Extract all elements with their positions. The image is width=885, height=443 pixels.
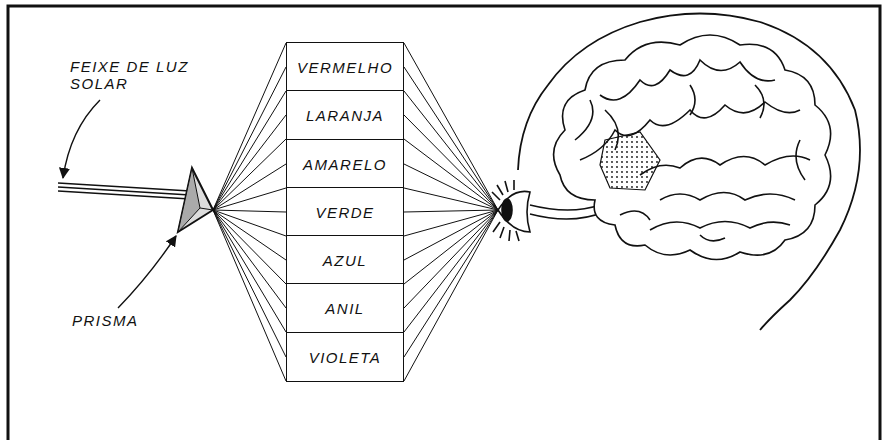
light-ray xyxy=(404,164,498,210)
color-box: VERMELHO xyxy=(286,42,404,92)
color-box: LARANJA xyxy=(286,90,404,140)
light-ray xyxy=(404,210,498,332)
light-ray xyxy=(213,115,286,210)
light-ray xyxy=(213,210,286,332)
light-ray xyxy=(404,67,498,210)
light-ray xyxy=(213,91,286,210)
color-box: VERDE xyxy=(286,187,404,237)
light-ray xyxy=(404,115,498,210)
light-ray xyxy=(404,210,498,357)
light-ray xyxy=(213,210,286,212)
light-ray xyxy=(404,188,498,210)
color-name: ANIL xyxy=(325,300,364,317)
light-ray xyxy=(404,139,498,210)
color-box: AMARELO xyxy=(286,139,404,189)
light-ray xyxy=(213,43,286,210)
light-ray xyxy=(213,210,286,381)
light-ray xyxy=(213,188,286,210)
light-ray xyxy=(404,210,498,284)
color-name: AZUL xyxy=(323,252,367,269)
leader-arrow xyxy=(118,236,176,308)
light-ray xyxy=(404,210,498,212)
color-name: VIOLETA xyxy=(309,349,382,366)
light-ray xyxy=(404,210,498,381)
light-ray xyxy=(404,91,498,210)
color-name: VERDE xyxy=(315,204,374,221)
brain xyxy=(554,35,831,260)
color-box: AZUL xyxy=(286,235,404,285)
light-ray xyxy=(404,43,498,210)
light-ray xyxy=(213,210,286,357)
light-ray xyxy=(213,210,286,284)
frame xyxy=(8,6,880,440)
prism xyxy=(178,168,213,232)
leader-arrow xyxy=(63,100,100,178)
light-ray xyxy=(213,164,286,210)
light-ray xyxy=(213,67,286,210)
caption-label: FEIXE DE LUZ SOLAR xyxy=(70,58,205,92)
color-box: VIOLETA xyxy=(286,332,404,382)
color-name: AMARELO xyxy=(303,156,387,173)
color-name: VERMELHO xyxy=(297,59,393,76)
light-ray xyxy=(404,210,498,308)
caption-label: PRISMA xyxy=(72,312,192,329)
light-ray xyxy=(213,139,286,210)
color-name: LARANJA xyxy=(306,107,384,124)
light-ray xyxy=(213,210,286,308)
light-beam xyxy=(58,183,190,199)
color-box: ANIL xyxy=(286,283,404,333)
head-outline xyxy=(518,14,860,331)
